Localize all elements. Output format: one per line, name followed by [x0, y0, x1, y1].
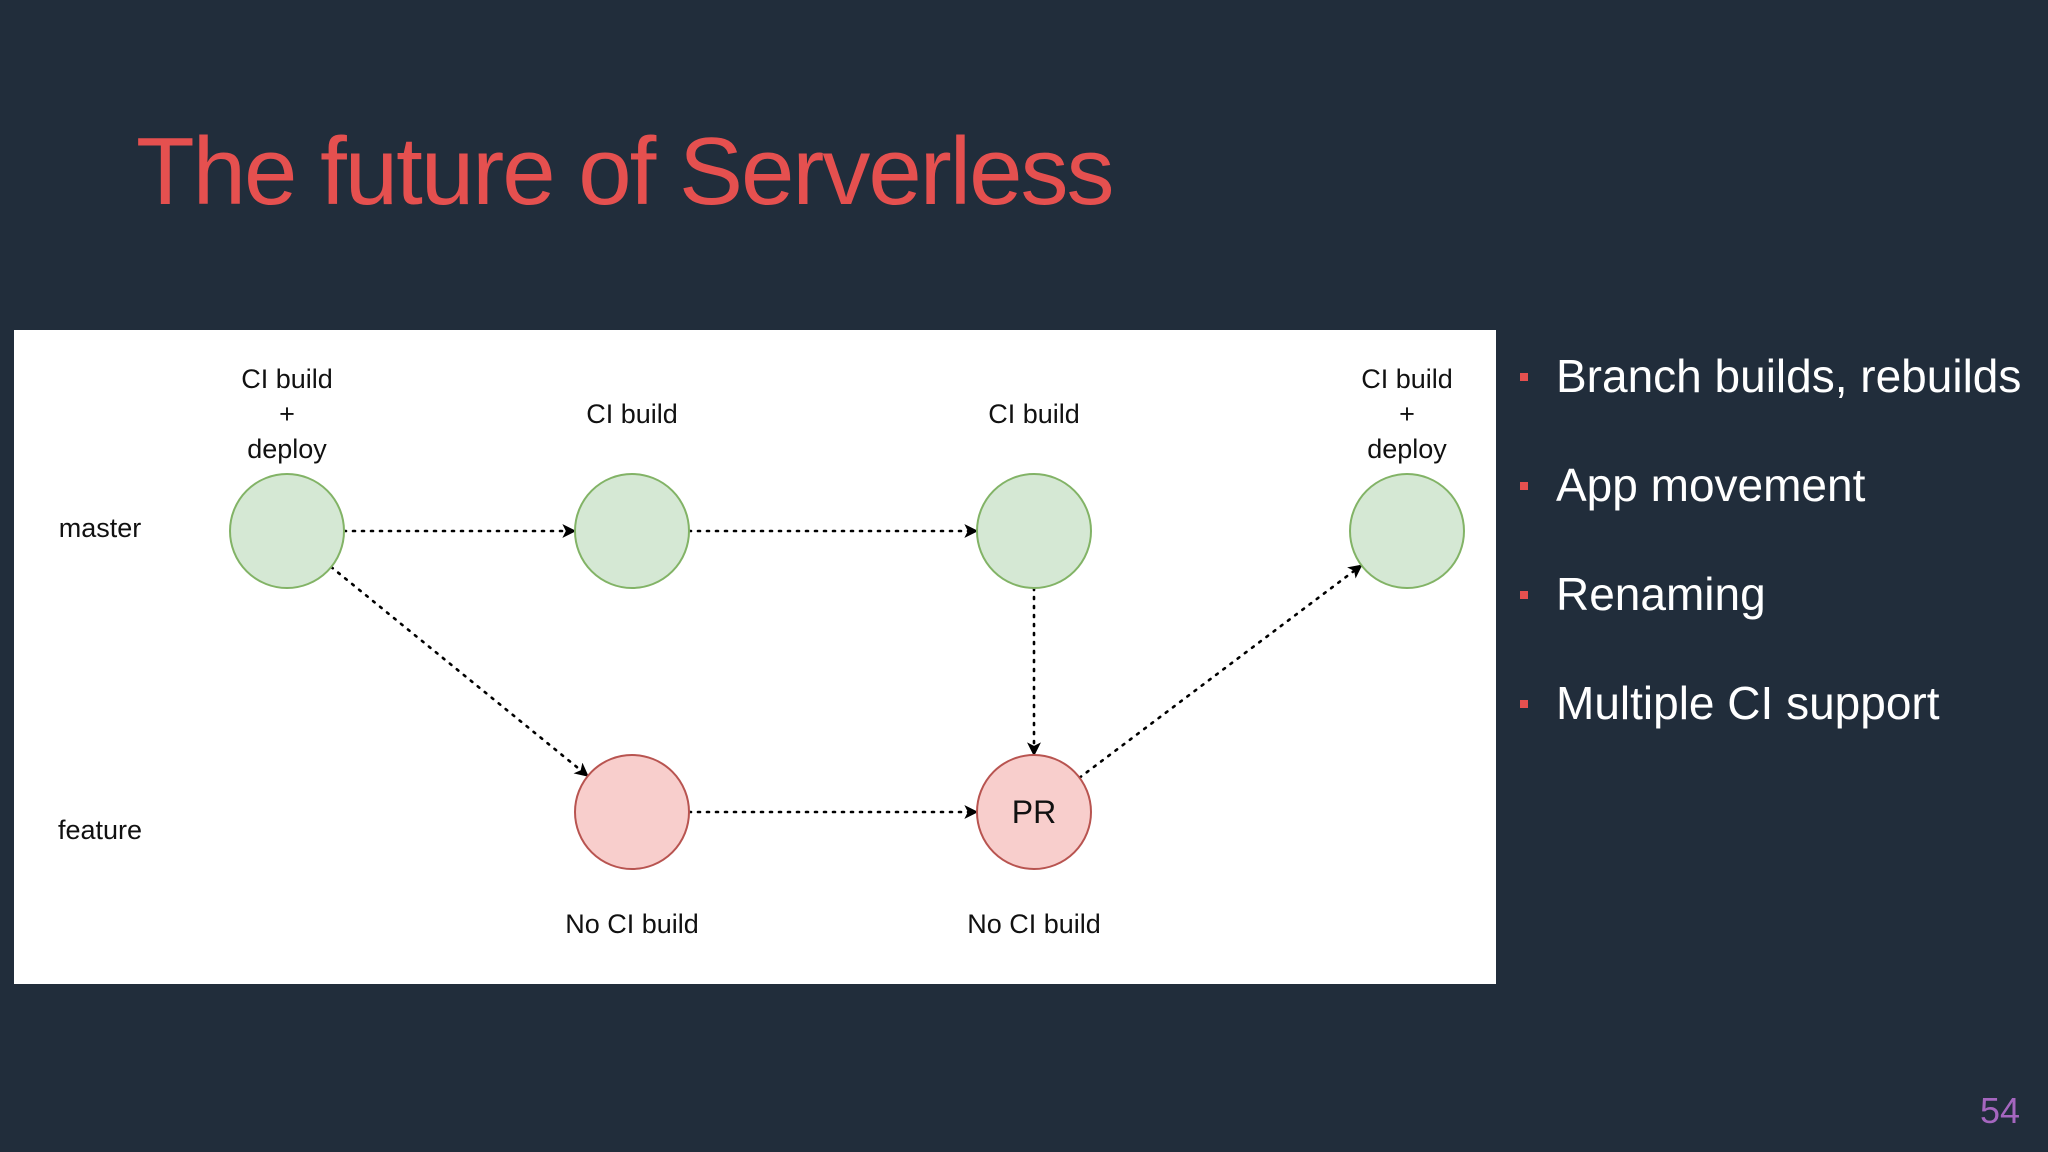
bullet-marker-icon	[1520, 700, 1528, 708]
bullet-list: Branch builds, rebuilds App movement Ren…	[1520, 340, 2040, 776]
node-caption-line: CI build	[241, 364, 333, 394]
bullet-marker-icon	[1520, 373, 1528, 381]
lane-label-master: master	[59, 513, 142, 543]
page-number: 54	[1979, 1090, 2020, 1131]
bullet-item: Renaming	[1520, 558, 2040, 667]
bullet-item: Branch builds, rebuilds	[1520, 340, 2040, 449]
edge-m1-f1	[329, 565, 589, 777]
bullet-item: Multiple CI support	[1520, 667, 2040, 776]
node-caption-line: CI build	[988, 399, 1080, 429]
node-circle	[976, 473, 1092, 589]
node-f2: PR No CI build	[967, 754, 1101, 939]
node-inner-label: PR	[1012, 794, 1056, 830]
node-caption-line: +	[1399, 399, 1415, 429]
node-caption-line: CI build	[586, 399, 678, 429]
node-circle	[574, 754, 690, 870]
node-m4: CI build + deploy	[1349, 364, 1465, 589]
node-circle	[229, 473, 345, 589]
node-caption-line: CI build	[1361, 364, 1453, 394]
bullet-text: Multiple CI support	[1556, 677, 1940, 729]
node-m1: CI build + deploy	[229, 364, 345, 589]
node-caption-line: deploy	[247, 434, 327, 464]
bullet-text: Branch builds, rebuilds	[1556, 350, 2022, 402]
node-circle	[976, 754, 1092, 870]
lane-label-feature: feature	[58, 815, 142, 845]
nodes-layer: CI build + deploy CI build CI build CI build +…	[229, 364, 1465, 939]
node-caption-line: deploy	[1367, 434, 1447, 464]
bullet-text: Renaming	[1556, 568, 1766, 620]
node-circle	[1349, 473, 1465, 589]
node-caption-line: No CI build	[565, 909, 699, 939]
node-caption-line: +	[279, 399, 295, 429]
node-f1: No CI build	[565, 754, 699, 939]
node-m2: CI build	[574, 399, 690, 589]
bullet-item: App movement	[1520, 449, 2040, 558]
node-circle	[574, 473, 690, 589]
node-m3: CI build	[976, 399, 1092, 589]
bullet-marker-icon	[1520, 482, 1528, 490]
slide-title: The future of Serverless	[136, 118, 1114, 225]
edges-layer	[329, 524, 1363, 819]
bullet-marker-icon	[1520, 591, 1528, 599]
node-caption-line: No CI build	[967, 909, 1101, 939]
bullet-text: App movement	[1556, 459, 1866, 511]
edge-f2-m4	[1078, 564, 1363, 780]
